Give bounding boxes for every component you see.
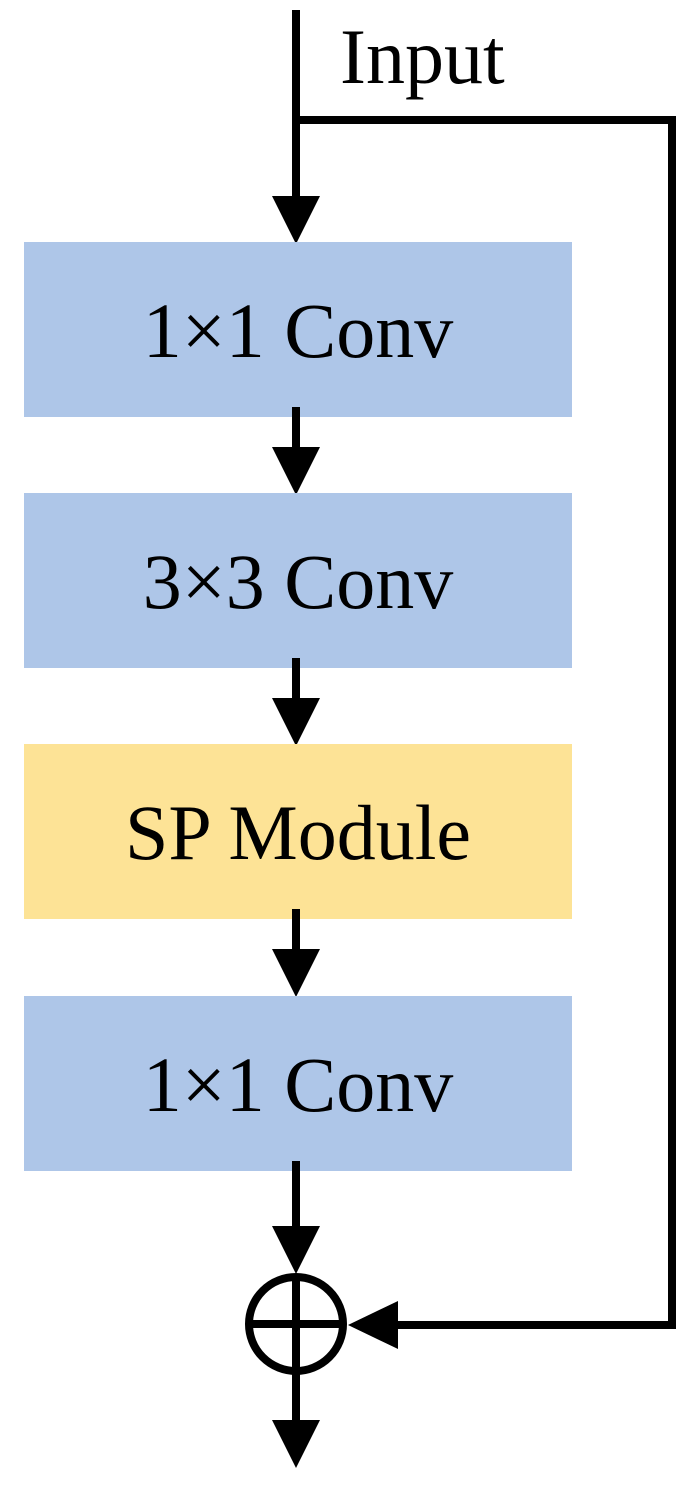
input-arrow-head — [272, 196, 320, 244]
skip-arrow-head — [348, 1301, 398, 1349]
block-1x1-conv-bottom — [24, 996, 572, 1171]
sum-circle-icon — [245, 1273, 347, 1375]
arrow-head-2 — [272, 698, 320, 746]
input-label: Input — [340, 13, 505, 100]
block-3x3-conv — [24, 493, 572, 668]
arrow-head-1 — [272, 447, 320, 495]
block-1x1-conv-top-label: 1×1 Conv — [143, 287, 454, 374]
skip-connection-line — [296, 116, 676, 1329]
block-sp-module-label: SP Module — [125, 789, 471, 876]
arrow-head-3 — [272, 949, 320, 997]
block-1x1-conv-top — [24, 242, 572, 417]
block-3x3-conv-label: 3×3 Conv — [143, 538, 454, 625]
output-arrow-head — [272, 1420, 320, 1468]
arrow-head-4 — [272, 1226, 320, 1274]
block-sp-module — [24, 744, 572, 919]
block-1x1-conv-bottom-label: 1×1 Conv — [143, 1041, 454, 1128]
